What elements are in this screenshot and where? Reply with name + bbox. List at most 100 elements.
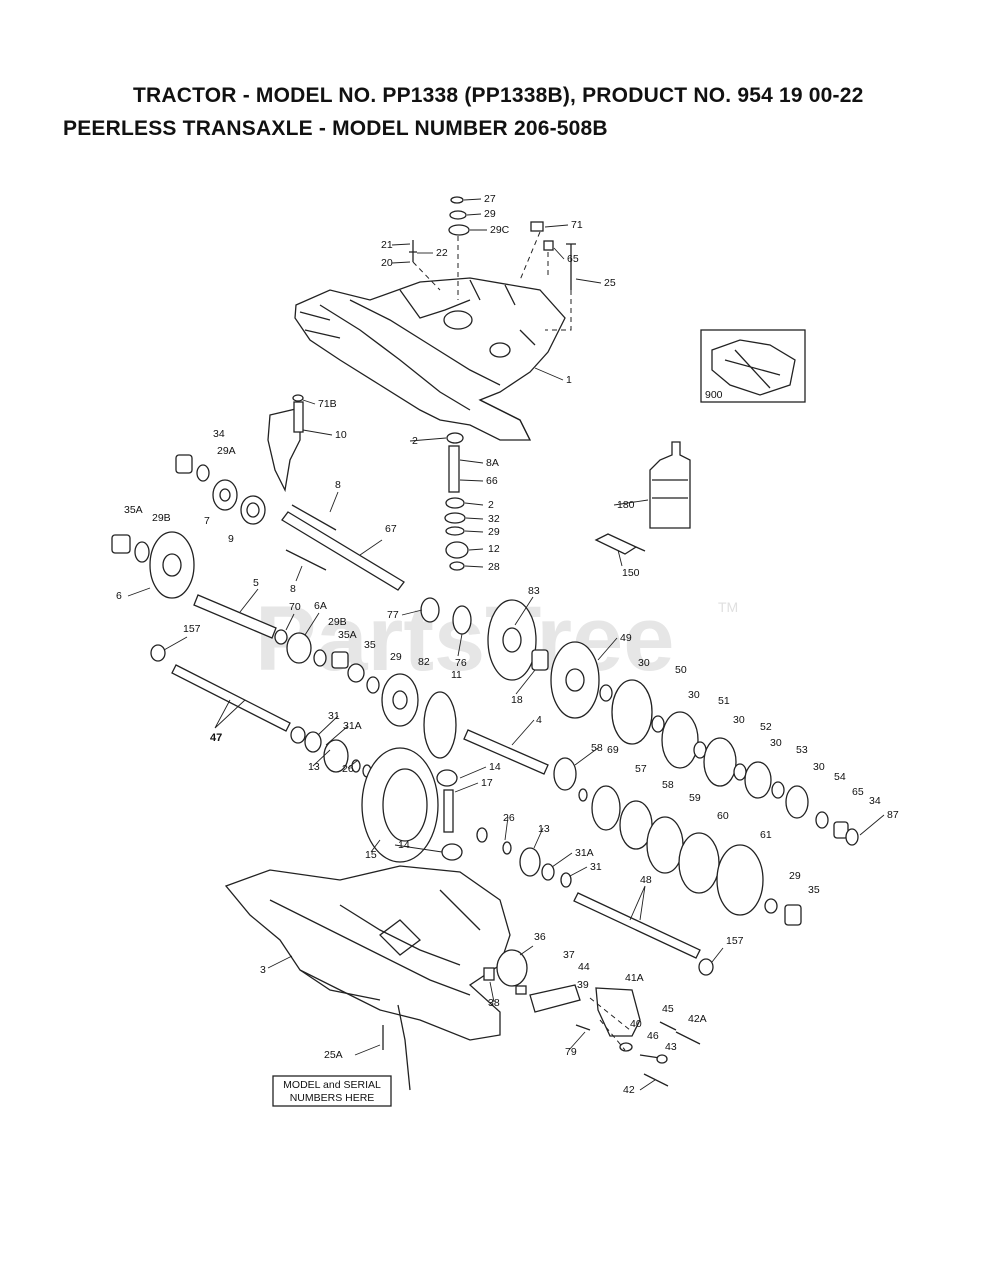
- left-gear-stack: [175, 454, 266, 525]
- diagram-title-transaxle: PEERLESS TRANSAXLE - MODEL NUMBER 206-50…: [63, 117, 608, 140]
- label-34: 34: [213, 428, 225, 440]
- serial-box-line2: NUMBERS HERE: [290, 1092, 375, 1104]
- label-30-b: 30: [688, 689, 700, 701]
- label-42: 42: [623, 1084, 635, 1096]
- shaft-5: [193, 594, 380, 694]
- label-58-b: 58: [662, 779, 674, 791]
- leader-lines: [127, 198, 885, 1091]
- shaft-67: [281, 504, 405, 591]
- label-50: 50: [675, 664, 687, 676]
- label-25: 25: [604, 277, 616, 289]
- oil-bottle-icon: [649, 441, 691, 529]
- shift-fork: [267, 394, 304, 493]
- inset-assembly-view: [700, 329, 806, 403]
- part-labels: 27 29 29C 71 21 22 20 65 25 1 900 71B 10…: [116, 193, 899, 1096]
- label-29-mid: 29: [488, 526, 500, 538]
- watermark-text: PartsTree: [255, 588, 674, 690]
- label-35-mid: 35: [364, 639, 376, 651]
- label-49: 49: [620, 632, 632, 644]
- label-29A: 29A: [217, 445, 236, 457]
- label-31A-mid: 31A: [343, 720, 362, 732]
- label-20: 20: [381, 257, 393, 269]
- label-8-upper: 8: [335, 479, 341, 491]
- label-31-mid: 31: [328, 710, 340, 722]
- label-13-right: 13: [538, 823, 550, 835]
- label-48: 48: [640, 874, 652, 886]
- differential-pinions: [436, 769, 541, 877]
- label-6: 6: [116, 590, 122, 602]
- label-157-right: 157: [726, 935, 744, 947]
- label-27: 27: [484, 193, 496, 205]
- label-17: 17: [481, 777, 493, 789]
- label-157-left: 157: [183, 623, 201, 635]
- label-54: 54: [834, 771, 846, 783]
- label-61: 61: [760, 829, 772, 841]
- label-3: 3: [260, 964, 266, 976]
- label-51: 51: [718, 695, 730, 707]
- serial-number-callout: MODEL and SERIAL NUMBERS HERE: [272, 1075, 392, 1107]
- label-65-right: 65: [852, 786, 864, 798]
- label-39: 39: [577, 979, 589, 991]
- lower-housing: [224, 865, 511, 1091]
- label-83: 83: [528, 585, 540, 597]
- label-29C: 29C: [490, 224, 510, 236]
- label-44: 44: [578, 961, 590, 973]
- label-21: 21: [381, 239, 393, 251]
- label-7: 7: [204, 515, 210, 527]
- gear-6: [111, 531, 195, 599]
- label-180: 180: [617, 499, 635, 511]
- label-25A: 25A: [324, 1049, 343, 1061]
- label-87: 87: [887, 809, 899, 821]
- label-29B-mid: 29B: [328, 616, 347, 628]
- label-14-upper: 14: [489, 761, 501, 773]
- label-47: 47: [210, 732, 222, 744]
- label-29: 29: [484, 208, 496, 220]
- gear-83: [487, 599, 600, 719]
- diagram-title-tractor: TRACTOR - MODEL NO. PP1338 (PP1338B), PR…: [133, 84, 864, 107]
- label-12: 12: [488, 543, 500, 555]
- label-66: 66: [486, 475, 498, 487]
- label-31-low: 31: [590, 861, 602, 873]
- label-26-left: 26: [342, 763, 354, 775]
- label-150: 150: [622, 567, 640, 579]
- label-37: 37: [563, 949, 575, 961]
- label-4: 4: [536, 714, 542, 726]
- label-6A: 6A: [314, 600, 327, 612]
- label-8-lower: 8: [290, 583, 296, 595]
- label-67: 67: [385, 523, 397, 535]
- top-small-parts: [409, 196, 576, 331]
- label-70: 70: [289, 601, 301, 613]
- label-52: 52: [760, 721, 772, 733]
- gear-cluster-lower: [553, 757, 764, 916]
- label-76: 76: [455, 657, 467, 669]
- label-71: 71: [571, 219, 583, 231]
- label-38: 38: [488, 997, 500, 1009]
- watermark-tm: TM: [718, 599, 738, 615]
- shaft-4: [463, 729, 549, 775]
- label-1: 1: [566, 374, 572, 386]
- label-35A-left: 35A: [124, 504, 143, 516]
- shaft-48: [541, 863, 802, 976]
- label-35-right: 35: [808, 884, 820, 896]
- label-40: 40: [630, 1018, 642, 1030]
- label-30-c: 30: [733, 714, 745, 726]
- label-28: 28: [488, 561, 500, 573]
- label-58-a: 58: [591, 742, 603, 754]
- label-31A-low: 31A: [575, 847, 594, 859]
- label-9: 9: [228, 533, 234, 545]
- label-45: 45: [662, 1003, 674, 1015]
- label-30-d: 30: [770, 737, 782, 749]
- label-41A: 41A: [625, 972, 644, 984]
- label-36: 36: [534, 931, 546, 943]
- label-10: 10: [335, 429, 347, 441]
- label-46: 46: [647, 1030, 659, 1042]
- sealant-tube-icon: [594, 533, 646, 555]
- label-35A-mid: 35A: [338, 629, 357, 641]
- label-22: 22: [436, 247, 448, 259]
- label-26-right: 26: [503, 812, 515, 824]
- label-29B-left: 29B: [152, 512, 171, 524]
- label-15: 15: [365, 849, 377, 861]
- label-13-left: 13: [308, 761, 320, 773]
- label-2-lower: 2: [488, 499, 494, 511]
